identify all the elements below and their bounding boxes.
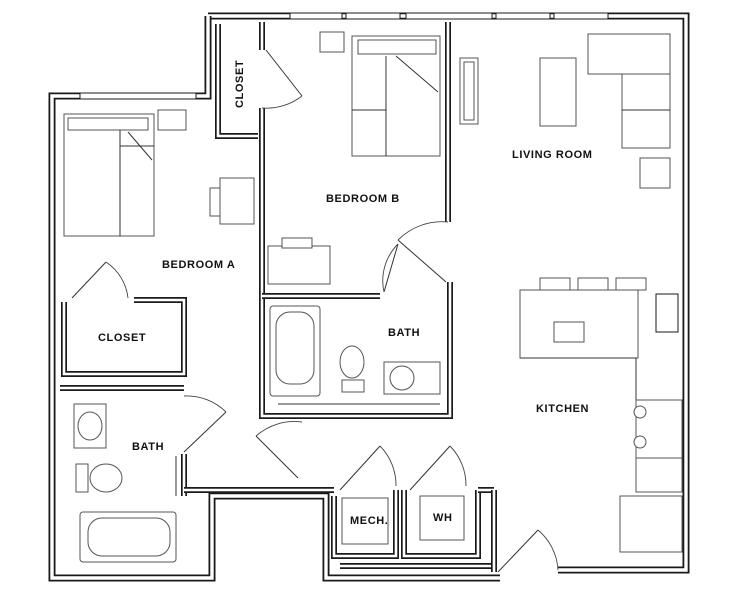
label-bath-a: BATH: [132, 441, 164, 453]
label-mech: MECH.: [350, 515, 388, 527]
interior-walls: [60, 22, 497, 572]
label-bedroom-b: BEDROOM B: [326, 193, 400, 205]
room-labels: LIVING ROOM BEDROOM B BEDROOM A CLOSET C…: [98, 60, 593, 527]
doors: [71, 49, 559, 573]
label-bedroom-a: BEDROOM A: [162, 259, 235, 271]
furniture: [63, 31, 683, 563]
label-kitchen: KITCHEN: [536, 403, 589, 415]
label-closet-b: CLOSET: [234, 60, 246, 108]
label-closet-a: CLOSET: [98, 332, 146, 344]
label-wh: WH: [433, 512, 453, 524]
label-bath-b: BATH: [388, 327, 420, 339]
label-living-room: LIVING ROOM: [512, 149, 593, 161]
windows: [79, 12, 679, 333]
